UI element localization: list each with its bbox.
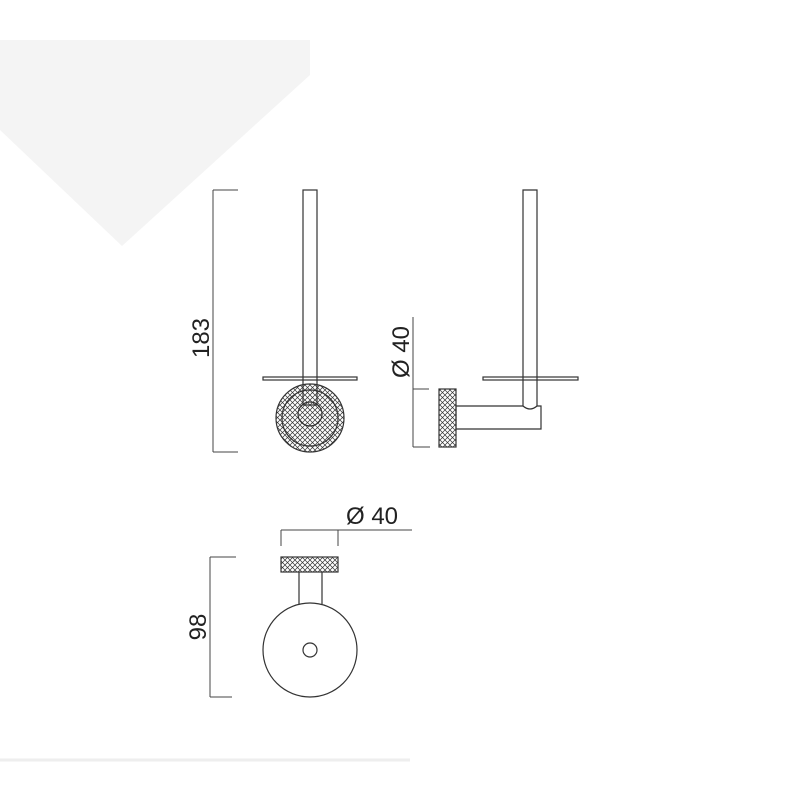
plate (482, 376, 579, 381)
knurled-base (438, 388, 457, 448)
roll-disc (262, 602, 358, 698)
height-total-label: 183 (188, 318, 215, 358)
plate (262, 376, 358, 381)
rod (302, 189, 318, 406)
arm (455, 189, 542, 430)
front-view: 183 (188, 189, 358, 453)
side-diameter-label: Ø 40 (388, 326, 415, 378)
top-diameter-label: Ø 40 (346, 503, 398, 530)
top-view: Ø 40 98 (185, 503, 412, 698)
height-bottom-label: 98 (185, 614, 212, 641)
knurled-ring (275, 383, 345, 453)
knurled-base (280, 556, 339, 573)
side-view: Ø 40 (388, 189, 579, 448)
background-shape (0, 40, 310, 246)
